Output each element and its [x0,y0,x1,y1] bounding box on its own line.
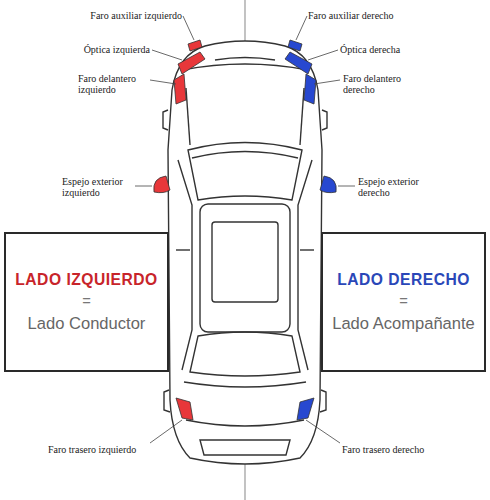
part-label: Óptica izquierda [40,44,150,55]
side-box: LADO DERECHO=Lado Acompañante [321,232,486,372]
equals-sign: = [331,290,476,312]
car-body [163,41,327,464]
side-description: Lado Acompañante [331,312,476,335]
part-label: Faro auxiliar derecho [308,10,428,21]
part-label: Faro auxiliar izquierdo [62,10,182,21]
equals-sign: = [14,290,159,312]
part-label: Espejo exterior derecho [358,176,430,198]
part-label: Espejo exterior izquierdo [62,176,134,198]
part-label: Faro delantero derecho [343,73,413,95]
part-label: Óptica derecha [340,44,450,55]
side-description: Lado Conductor [14,312,159,335]
side-box: LADO IZQUIERDO=Lado Conductor [4,232,169,372]
part-label: Faro trasero izquierdo [48,444,168,455]
part-label: Faro trasero derecho [342,444,462,455]
leader-lines [135,16,355,443]
side-heading: LADO IZQUIERDO [14,269,159,290]
part-label: Faro delantero izquierdo [78,73,148,95]
side-heading: LADO DERECHO [331,269,476,290]
